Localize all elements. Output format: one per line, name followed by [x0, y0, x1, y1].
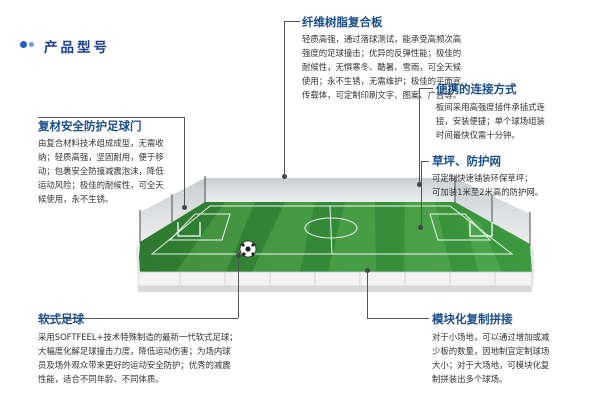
front-board [137, 271, 533, 287]
connector-line [367, 318, 429, 319]
connector-line [419, 88, 420, 184]
connector-line [421, 161, 429, 162]
pointer-dot [418, 225, 423, 230]
connection-text: 板间采用高强度插件承插式连 接，安装便捷；单个球场组装 时间最快仅需十分钟。 [436, 102, 545, 140]
back-net [205, 178, 455, 202]
board-joints [179, 272, 496, 286]
connector-line [184, 117, 185, 207]
goal-left [177, 222, 201, 237]
modular-text: 对于小场地，可以通过增加或减 少板的数量，因地制宜定制球场 大小；对于大场地，可… [432, 332, 550, 384]
net-posts [139, 176, 531, 246]
modular-title: 模块化复制拼接 [432, 312, 513, 326]
fiber-board-text: 轻质高强，通过落球测试，能承受高频次高 强度的足球撞击；优异的反弹性能；极佳的 … [302, 34, 462, 100]
connector-line [38, 117, 184, 118]
turf-net-title: 草坪、防护网 [432, 154, 501, 168]
connector-line [284, 21, 300, 22]
connector-line [284, 21, 285, 175]
page-title: 产品型号 [44, 40, 110, 56]
connector-line [367, 270, 368, 318]
soft-football-text: 采用SOFTFEEL+技术特殊制造的最新一代软式足球； 大幅度化解足球撞击力度，… [38, 332, 238, 384]
pointer-dot [282, 174, 287, 179]
connector-line [421, 161, 422, 226]
soft-football-title: 软式足球 [38, 312, 84, 326]
soccer-ball [239, 240, 257, 258]
goal-right [469, 222, 493, 237]
field-lines [150, 205, 514, 255]
fiber-board-title: 纤维树脂复合板 [302, 15, 383, 29]
pointer-dot [182, 205, 187, 210]
protective-goal-title: 复材安全防护足球门 [38, 119, 142, 133]
board-shadow [138, 286, 532, 292]
pointer-dot [417, 182, 422, 187]
connector-line [38, 318, 238, 319]
connector-line [419, 88, 433, 89]
connection-title: 便携的连接方式 [436, 82, 517, 96]
turf-net-text: 可定制快速铺装环保草坪； 可加装1米至2米高的防护网。 [432, 173, 544, 197]
connector-line [238, 255, 239, 318]
protective-goal-text: 由复合材料技术组成成型，无需收 纳；轻质高强，坚固耐用，便于移 动；包裹安全防撞… [38, 138, 164, 204]
